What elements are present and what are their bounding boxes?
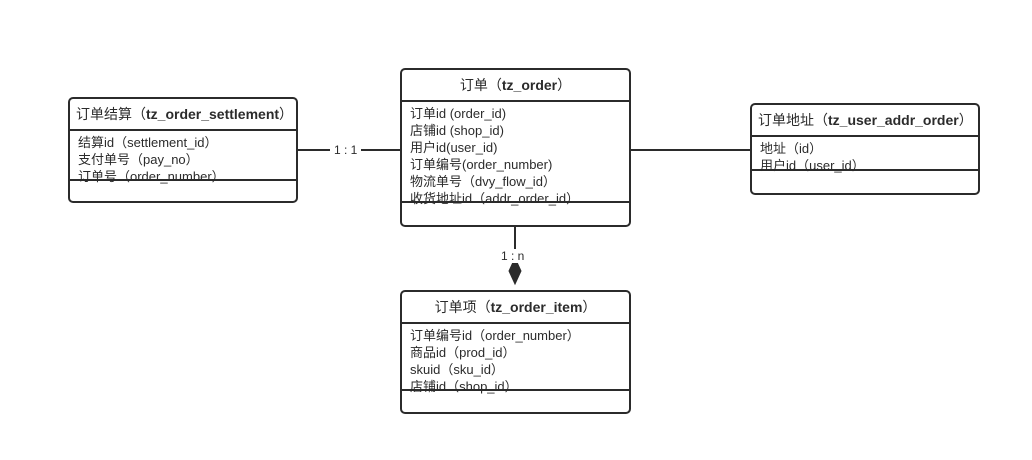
field-row: 订单号（order_number） xyxy=(78,169,225,184)
entity-title-text: 订单项（tz_order_item） xyxy=(434,299,597,315)
field-row: 用户id(user_id) xyxy=(410,140,498,155)
field-row: 商品id（prod_id） xyxy=(410,345,516,360)
entity-title-text: 订单地址（tz_user_addr_order） xyxy=(758,112,973,128)
entity-fields-tz-order-settlement: 结算id（settlement_id） 支付单号（pay_no） 订单号（ord… xyxy=(70,131,296,184)
field-row: 订单id (order_id) xyxy=(410,106,507,121)
entity-title-tz-order: 订单（tz_order） xyxy=(402,70,629,102)
entity-fields-tz-order-item: 订单编号id（order_number） 商品id（prod_id） skuid… xyxy=(402,324,629,394)
relation-label-settlement-order: 1 : 1 xyxy=(330,143,362,157)
entity-tz-order[interactable]: 订单（tz_order） 订单id (order_id) 店铺id (shop_… xyxy=(400,68,631,227)
entity-fields-tz-user-addr-order: 地址（id） 用户id（user_id） xyxy=(752,137,978,173)
field-row: 结算id（settlement_id） xyxy=(78,135,218,150)
entity-title-tz-order-item: 订单项（tz_order_item） xyxy=(402,292,629,324)
entity-footer-tz-user-addr-order xyxy=(752,171,978,193)
entity-title-tz-user-addr-order: 订单地址（tz_user_addr_order） xyxy=(752,105,978,137)
field-row: 物流单号（dvy_flow_id） xyxy=(410,174,556,189)
entity-tz-order-item[interactable]: 订单项（tz_order_item） 订单编号id（order_number） … xyxy=(400,290,631,414)
entity-title-text: 订单结算（tz_order_settlement） xyxy=(76,106,294,122)
entity-tz-user-addr-order[interactable]: 订单地址（tz_user_addr_order） 地址（id） 用户id（use… xyxy=(750,103,980,195)
relation-label-order-item: 1 : n xyxy=(497,249,529,263)
field-row: 店铺id（shop_id） xyxy=(410,379,518,394)
field-row: 店铺id (shop_id) xyxy=(410,123,504,138)
field-row: 收货地址id（addr_order_id） xyxy=(410,191,580,206)
entity-title-tz-order-settlement: 订单结算（tz_order_settlement） xyxy=(70,99,296,131)
field-row: 订单编号(order_number) xyxy=(410,157,553,172)
field-row: 地址（id） xyxy=(760,141,823,156)
field-row: 支付单号（pay_no） xyxy=(78,152,199,167)
entity-tz-order-settlement[interactable]: 订单结算（tz_order_settlement） 结算id（settlemen… xyxy=(68,97,298,203)
entity-title-text: 订单（tz_order） xyxy=(459,77,572,93)
field-row: skuid（sku_id） xyxy=(410,362,504,377)
field-row: 用户id（user_id） xyxy=(760,158,865,173)
entity-fields-tz-order: 订单id (order_id) 店铺id (shop_id) 用户id(user… xyxy=(402,102,629,206)
field-row: 订单编号id（order_number） xyxy=(410,328,580,343)
